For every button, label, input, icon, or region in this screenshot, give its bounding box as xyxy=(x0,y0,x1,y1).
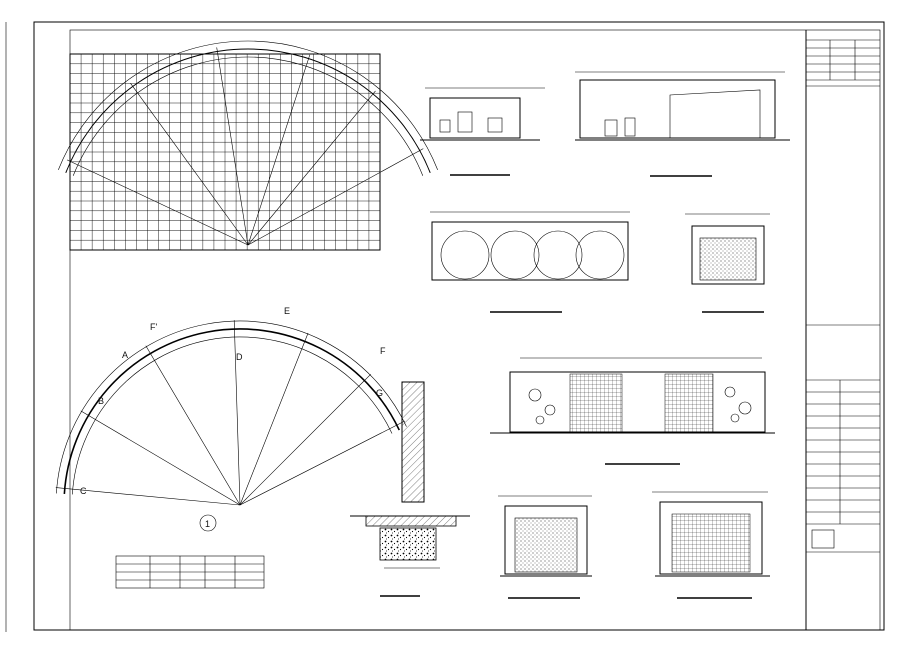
elevation-4 xyxy=(685,213,770,313)
plan-radial-line xyxy=(239,373,372,506)
plan-radial-line xyxy=(80,410,241,506)
plan-radial-line xyxy=(239,420,405,506)
grid-radial-line xyxy=(247,54,311,246)
elevation-7 xyxy=(652,491,770,599)
plan-radial-line xyxy=(239,332,309,506)
plan-radial-line xyxy=(145,345,241,506)
plan-radial-line xyxy=(55,487,241,506)
section-marker-circle xyxy=(199,514,217,532)
plan-label-d: D xyxy=(236,352,243,362)
plan-table xyxy=(115,555,265,589)
plan-arc xyxy=(56,320,407,494)
grid-radial-line xyxy=(247,148,424,246)
plan-arc xyxy=(72,336,393,495)
plan-label-g: G xyxy=(376,388,383,398)
sheet-border xyxy=(5,21,885,632)
grid-radial-line xyxy=(216,47,249,246)
grid-radial-line xyxy=(247,90,376,246)
elevation-6 xyxy=(498,495,592,599)
wall-section xyxy=(350,381,470,597)
plan-label-a: A xyxy=(122,350,128,360)
elevation-1 xyxy=(420,87,545,176)
plan-label-b: B xyxy=(98,396,104,406)
plan-label-c: C xyxy=(80,486,87,496)
plan-label-f-prime: F' xyxy=(150,322,157,332)
elevation-2 xyxy=(575,71,790,177)
fence-plan xyxy=(55,320,407,506)
grid-arc xyxy=(72,56,424,176)
plan-radial-line xyxy=(233,320,241,506)
plan-arc xyxy=(63,328,400,495)
grid-arc xyxy=(58,40,438,171)
title-block xyxy=(805,30,880,630)
plan-label-f: F xyxy=(380,346,386,356)
elevation-3-circles xyxy=(430,211,630,313)
section-marker-number: 1 xyxy=(205,519,210,529)
grid-radial-line xyxy=(130,83,249,246)
elevation-5-wide xyxy=(490,357,775,465)
grid-radial-line xyxy=(66,159,249,246)
grid-arc xyxy=(65,48,431,174)
plan-label-e: E xyxy=(284,306,290,316)
setout-grid xyxy=(58,40,438,251)
